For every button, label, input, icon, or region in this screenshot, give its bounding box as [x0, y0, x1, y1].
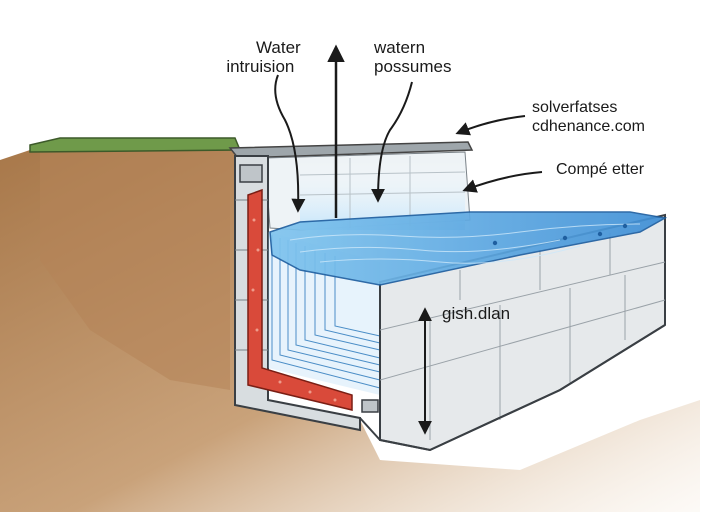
label-gish-dlan: gish.dlan	[442, 304, 511, 323]
arrow-water-intrusion	[274, 74, 306, 213]
footing-bracket	[361, 399, 379, 413]
label-watern-possumes-line2: possumes	[374, 57, 452, 76]
arrow-compe-etter	[462, 171, 543, 193]
label-watern-possumes: watern possumes	[374, 38, 451, 76]
arrow-solverfatses	[455, 115, 526, 136]
waterproof-membrane	[269, 211, 668, 286]
label-water-intrusion-line2: intruision	[226, 57, 295, 76]
grass-surface	[29, 137, 242, 153]
wall-cap	[228, 141, 474, 159]
insulation-layer	[247, 188, 353, 411]
label-water-intrusion: Water intruision	[226, 38, 301, 76]
label-solverfatses-line1: solverfatses	[532, 99, 618, 116]
label-water-intrusion-line1: Water	[256, 38, 301, 57]
label-solverfatses: solverfatses cdhenance.com	[532, 98, 645, 136]
label-compe-etter: Compé etter	[556, 161, 645, 178]
label-solverfatses-line2: cdhenance.com	[532, 118, 645, 135]
corner-bracket	[239, 164, 263, 183]
arrow-watern-possumes	[371, 81, 413, 203]
label-watern-possumes-line1: watern	[374, 38, 426, 57]
